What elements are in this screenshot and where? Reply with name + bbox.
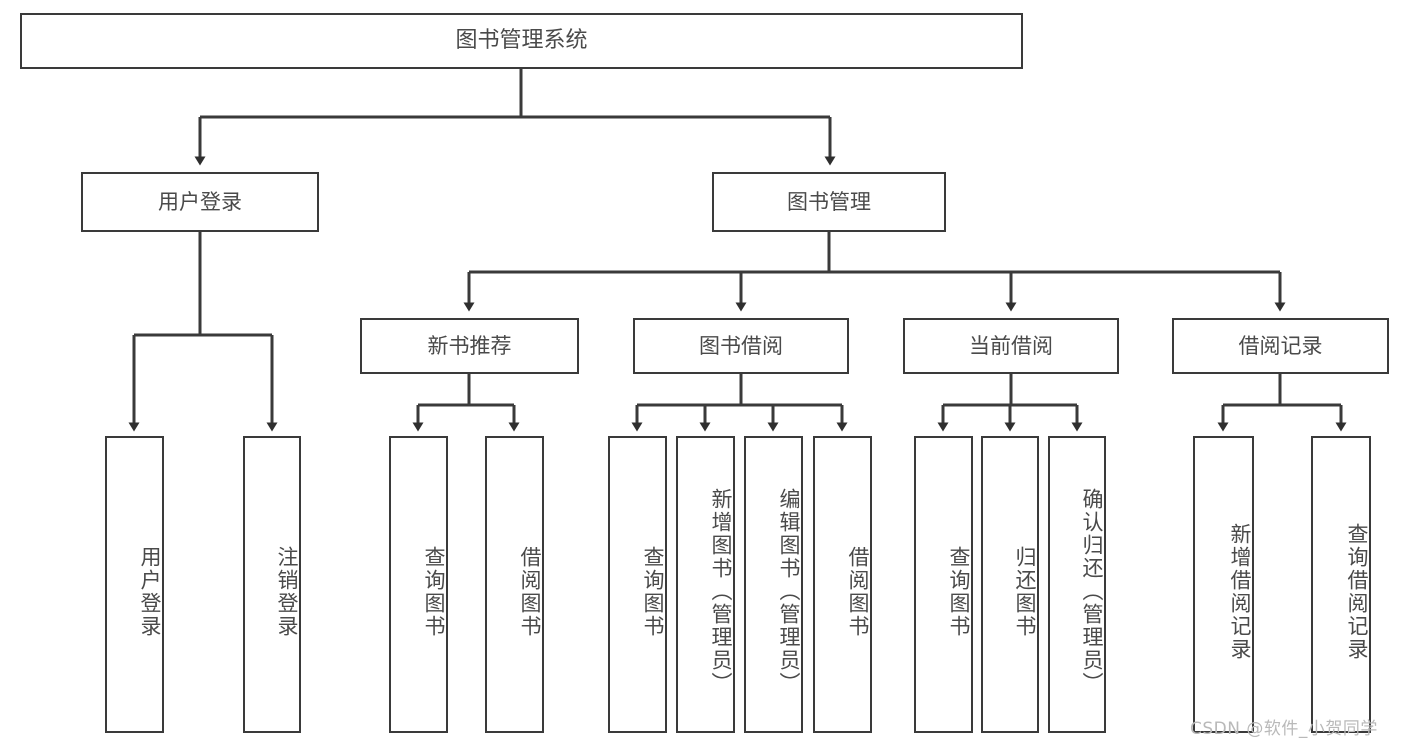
leaf-borrow-query-book-label: 查询图书 <box>641 545 665 638</box>
leaf-confirm-return-admin-label: 确认归还（管理员） <box>1080 488 1104 695</box>
leaf-recommend-borrow-book-label: 借阅图书 <box>518 545 542 638</box>
leaf-user-login[interactable]: 用户登录 <box>105 436 164 733</box>
node-borrow-record-label: 借阅记录 <box>1238 333 1323 358</box>
leaf-borrow-query-book[interactable]: 查询图书 <box>608 436 667 733</box>
leaf-query-borrow-record[interactable]: 查询借阅记录 <box>1311 436 1371 733</box>
leaf-query-borrow-record-label: 查询借阅记录 <box>1345 522 1369 661</box>
leaf-recommend-query-book[interactable]: 查询图书 <box>389 436 448 733</box>
node-user-login-label: 用户登录 <box>158 189 242 214</box>
node-book-management[interactable]: 图书管理 <box>712 172 946 232</box>
leaf-add-book-admin[interactable]: 新增图书（管理员） <box>676 436 735 733</box>
node-new-book-recommend[interactable]: 新书推荐 <box>360 318 579 374</box>
leaf-user-login-label: 用户登录 <box>138 545 162 638</box>
node-borrow-record[interactable]: 借阅记录 <box>1172 318 1389 374</box>
leaf-add-borrow-record[interactable]: 新增借阅记录 <box>1193 436 1254 733</box>
leaf-return-book-label: 归还图书 <box>1013 545 1037 638</box>
node-current-borrow-label: 当前借阅 <box>969 333 1053 358</box>
leaf-edit-book-admin-label: 编辑图书（管理员） <box>777 488 801 695</box>
node-new-book-recommend-label: 新书推荐 <box>427 333 512 358</box>
watermark: CSDN @软件_小贺同学 <box>1190 719 1378 739</box>
node-book-management-label: 图书管理 <box>787 189 871 214</box>
leaf-user-logout-label: 注销登录 <box>275 545 299 638</box>
leaf-borrow-book-label: 借阅图书 <box>846 545 870 638</box>
leaf-confirm-return-admin[interactable]: 确认归还（管理员） <box>1048 436 1106 733</box>
leaf-borrow-book[interactable]: 借阅图书 <box>813 436 872 733</box>
leaf-return-book[interactable]: 归还图书 <box>981 436 1039 733</box>
node-current-borrow[interactable]: 当前借阅 <box>903 318 1119 374</box>
node-book-borrow[interactable]: 图书借阅 <box>633 318 849 374</box>
leaf-recommend-borrow-book[interactable]: 借阅图书 <box>485 436 544 733</box>
leaf-add-book-admin-label: 新增图书（管理员） <box>709 488 733 695</box>
node-root-label: 图书管理系统 <box>455 28 588 54</box>
leaf-recommend-query-book-label: 查询图书 <box>422 545 446 638</box>
leaf-edit-book-admin[interactable]: 编辑图书（管理员） <box>744 436 803 733</box>
leaf-user-logout[interactable]: 注销登录 <box>243 436 301 733</box>
leaf-add-borrow-record-label: 新增借阅记录 <box>1228 522 1252 661</box>
leaf-current-query-book[interactable]: 查询图书 <box>914 436 973 733</box>
node-book-borrow-label: 图书借阅 <box>699 333 783 358</box>
node-user-login[interactable]: 用户登录 <box>81 172 319 232</box>
node-root[interactable]: 图书管理系统 <box>20 13 1023 69</box>
leaf-current-query-book-label: 查询图书 <box>947 545 971 638</box>
